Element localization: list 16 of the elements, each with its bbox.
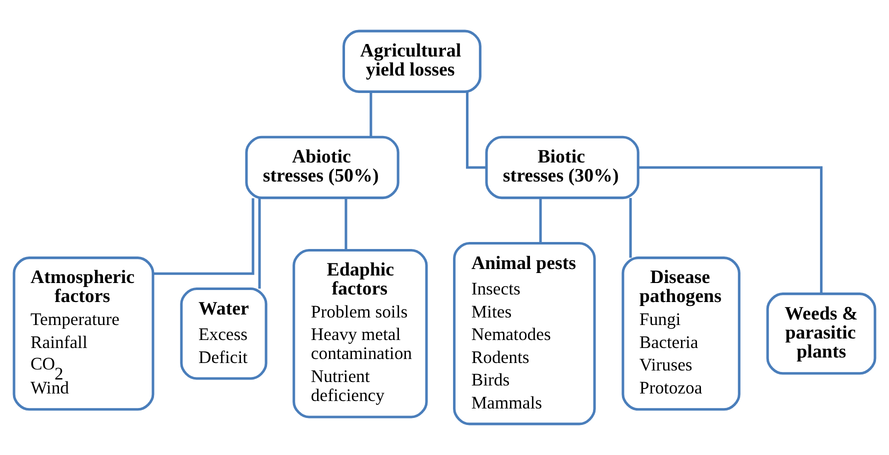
node-box: Disease pathogens Fungi Bacteria Viruses Protozoa [622,256,740,411]
node-box: Biotic stresses (30%) [485,136,640,200]
connector [258,198,261,289]
node-box: Agricultural yield losses [342,30,482,93]
node-box: Weeds & parasitic plants [766,292,876,375]
connector [153,198,254,275]
connector [344,198,348,250]
connector [370,92,372,137]
connector [629,198,632,258]
node-box: Animal pests Insects Mites Nematodes Rodents Birds Mammals [453,242,596,426]
connector [638,166,823,294]
connector [466,92,486,169]
node-box: Water Excess Deficit [180,288,268,380]
connector [539,198,542,244]
node-box: Edaphic factors Problem soils Heavy metal contamination Nutrient deficiency [292,248,428,418]
node-box: Abiotic stresses (50%) [245,136,400,200]
